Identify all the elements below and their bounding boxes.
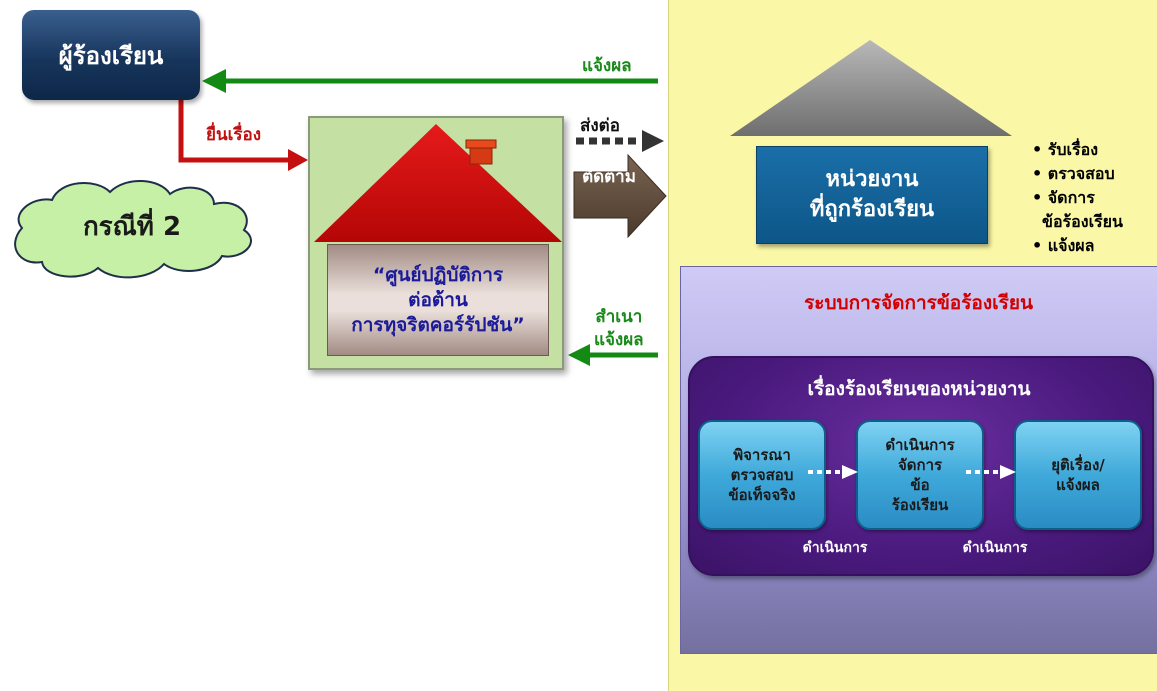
case-label: กรณีที่ 2	[82, 212, 182, 242]
step-line: พิจารณา	[733, 446, 791, 464]
notify-result-label: แจ้งผล	[582, 56, 632, 76]
complainant-label: ผู้ร้องเรียน	[58, 41, 164, 70]
center-name-line: “ศูนย์ปฏิบัติการ	[372, 263, 504, 286]
agency-roof	[730, 40, 1012, 136]
copy-result-line: สำเนา	[595, 307, 643, 327]
submit-complaint-label: ยื่นเรื่อง	[206, 125, 262, 145]
forward-label: ส่งต่อ	[580, 116, 620, 136]
step-arrow	[808, 465, 858, 479]
agency-steps-list: • รับเรื่อง • ตรวจสอบ • จัดการ ข้อร้องเร…	[1032, 138, 1123, 258]
agency-step: • จัดการ	[1032, 188, 1095, 207]
copy-result-line: แจ้งผล	[594, 330, 644, 350]
agency-step: ข้อร้องเรียน	[1042, 212, 1123, 231]
agency-name-line: ที่ถูกร้องเรียน	[809, 197, 935, 222]
operation-label: ดำเนินการ	[962, 540, 1028, 556]
follow-up-label: ติดตาม	[582, 167, 636, 187]
step-arrow	[966, 465, 1016, 479]
step-line: ข้อเท็จจริง	[728, 486, 796, 504]
operation-label: ดำเนินการ	[802, 540, 868, 556]
complainant-box: ผู้ร้องเรียน	[22, 10, 200, 100]
center-name-line: ต่อต้าน	[408, 288, 468, 311]
center-name-line: การทุจริตคอร์รัปชัน”	[351, 313, 525, 336]
agency-step: • รับเรื่อง	[1032, 140, 1099, 159]
step-line: แจ้งผล	[1056, 476, 1100, 494]
agency-box: หน่วยงาน ที่ถูกร้องเรียน	[756, 146, 988, 244]
step-line: ตรวจสอบ	[730, 466, 794, 484]
follow-up-arrow	[573, 153, 667, 239]
center-name-plaque: “ศูนย์ปฏิบัติการ ต่อต้าน การทุจริตคอร์รั…	[327, 244, 549, 356]
step-line: ข้อ	[910, 476, 930, 494]
step-line: ยุติเรื่อง/	[1051, 456, 1105, 474]
copy-result-label: สำเนา แจ้งผล	[594, 306, 644, 352]
cloud-shape	[14, 179, 252, 279]
complaint-system-title: ระบบการจัดการข้อร้องเรียน	[804, 292, 1033, 314]
agency-step: • แจ้งผล	[1032, 236, 1095, 255]
submit-complaint-arrow	[178, 100, 308, 171]
agency-step: • ตรวจสอบ	[1032, 164, 1115, 183]
process-step-investigate: พิจารณา ตรวจสอบ ข้อเท็จจริง	[698, 420, 826, 530]
agency-name-line: หน่วยงาน	[825, 167, 919, 192]
notify-result-arrow	[202, 69, 658, 93]
agency-complaints-title: เรื่องร้องเรียนของหน่วยงาน	[807, 378, 1031, 400]
forward-arrow	[576, 130, 664, 152]
step-line: ร้องเรียน	[891, 496, 949, 514]
step-line: ดำเนินการ	[885, 436, 955, 454]
copy-result-arrow	[568, 344, 658, 366]
step-line: จัดการ	[897, 456, 943, 474]
process-step-handle: ดำเนินการ จัดการ ข้อ ร้องเรียน	[856, 420, 984, 530]
process-step-close: ยุติเรื่อง/ แจ้งผล	[1014, 420, 1142, 530]
